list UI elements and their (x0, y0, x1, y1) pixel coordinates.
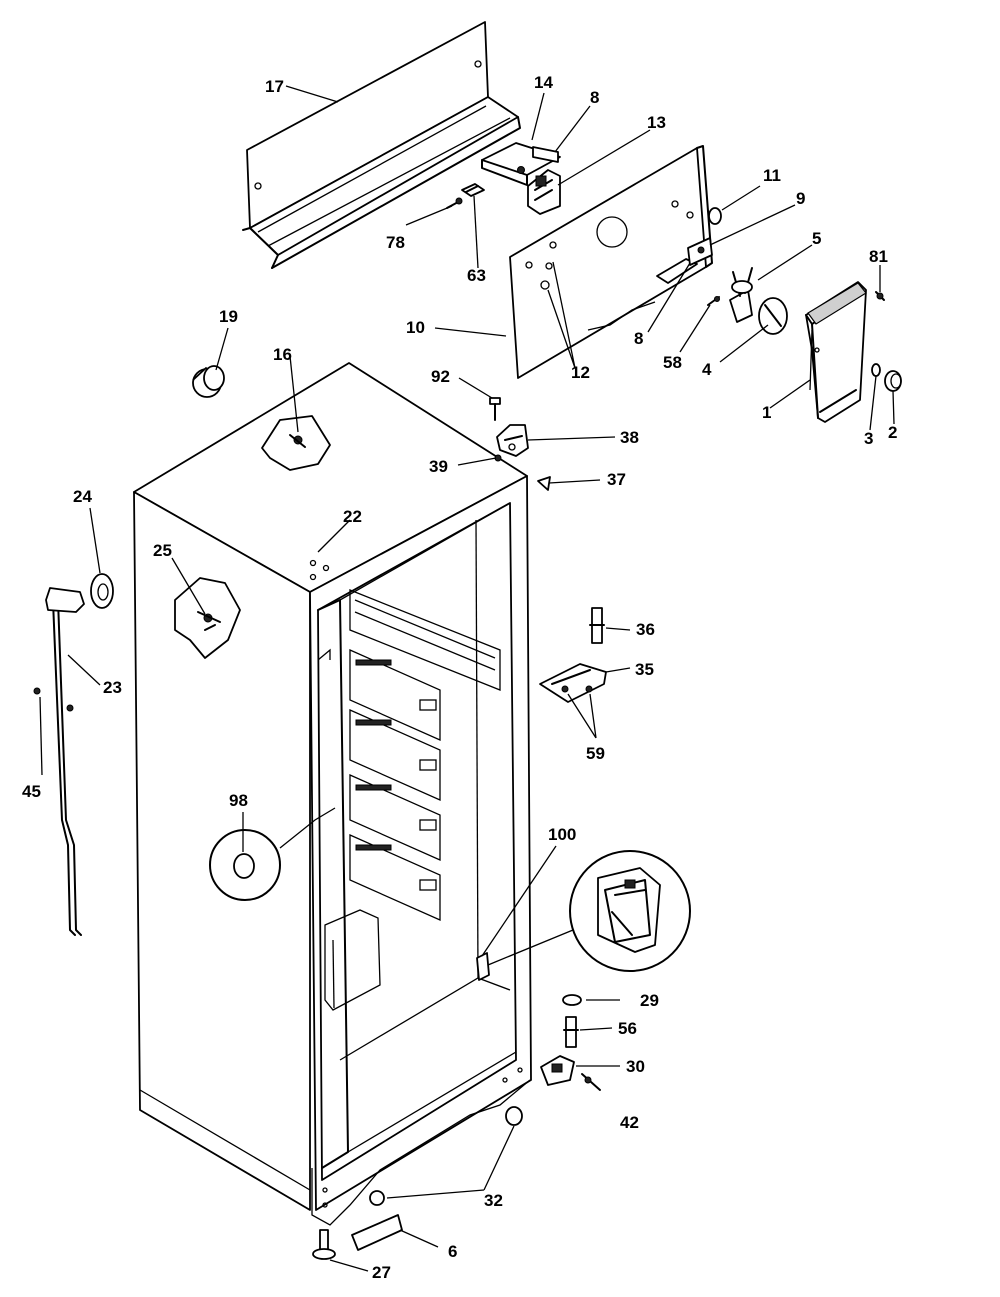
callout-100: 100 (548, 825, 576, 844)
side-cutout-part (174, 577, 241, 659)
callout-11: 11 (763, 166, 781, 185)
cap-washer-part (90, 573, 114, 609)
hinge-pin-part (537, 476, 551, 491)
bottom-pin-part (563, 1016, 579, 1048)
callout-24: 24 (73, 487, 92, 506)
callout-13: 13 (647, 113, 666, 132)
plug-part (708, 207, 722, 225)
callout-8-mid: 8 (634, 329, 643, 348)
callout-12: 12 (571, 363, 590, 382)
callout-10: 10 (406, 318, 425, 337)
callout-59: 59 (586, 744, 605, 763)
callout-92: 92 (431, 367, 450, 386)
thermostat-part (729, 267, 753, 323)
clamp-part (527, 169, 561, 215)
center-hinge-part (539, 663, 607, 703)
bottom-hinge-screw-part (581, 1073, 601, 1091)
bottom-hinge-part (540, 1055, 575, 1086)
callout-9: 9 (796, 189, 805, 208)
callout-35: 35 (635, 660, 654, 679)
callout-29: 29 (640, 991, 659, 1010)
bracket-detail-part (476, 850, 691, 981)
callout-1: 1 (762, 403, 771, 422)
control-knob-part (758, 297, 788, 335)
cabinet-body-part (133, 362, 532, 1226)
callout-38: 38 (620, 428, 639, 447)
callout-23: 23 (103, 678, 122, 697)
callout-8-top: 8 (590, 88, 599, 107)
callout-32: 32 (484, 1191, 503, 1210)
callout-16: 16 (273, 345, 292, 364)
control-screw-top-part (875, 291, 885, 301)
callout-37: 37 (607, 470, 626, 489)
top-cutout-part (261, 415, 331, 471)
leader-lines (39, 85, 895, 1272)
callout-25: 25 (153, 541, 172, 560)
callout-58: 58 (663, 353, 682, 372)
callout-45: 45 (22, 782, 41, 801)
callout-labels: 17 14 8 13 11 9 5 81 78 63 10 8 58 4 12 … (22, 73, 897, 1282)
callout-5: 5 (812, 229, 821, 248)
callout-2: 2 (888, 423, 897, 442)
hinge-screw-part (489, 397, 501, 421)
plug-detail-part (209, 807, 336, 901)
callout-14: 14 (534, 73, 553, 92)
callout-39: 39 (429, 457, 448, 476)
leveling-leg-part (312, 1229, 336, 1260)
top-hinge-part (496, 424, 529, 457)
callout-56: 56 (618, 1019, 637, 1038)
grille-part (351, 1214, 403, 1251)
cap-part (192, 365, 225, 398)
callout-30: 30 (626, 1057, 645, 1076)
callout-3: 3 (864, 429, 873, 448)
callout-4: 4 (702, 360, 712, 379)
callout-22: 22 (343, 507, 362, 526)
plug-part-lower (369, 1106, 523, 1206)
callout-78: 78 (386, 233, 405, 252)
control-cap-part (884, 370, 902, 392)
callout-17: 17 (265, 77, 284, 96)
callout-6: 6 (448, 1242, 457, 1261)
control-housing-part (805, 281, 867, 423)
washer-part (562, 994, 582, 1006)
callout-63: 63 (467, 266, 486, 285)
callout-19: 19 (219, 307, 238, 326)
center-pin-part (589, 607, 605, 644)
callout-27: 27 (372, 1263, 391, 1282)
callout-98: 98 (229, 791, 248, 810)
top-cover-part (242, 21, 521, 269)
screw-small-part (707, 296, 720, 306)
door-rod-part (45, 587, 85, 936)
callout-81: 81 (869, 247, 888, 266)
control-screw-part (871, 363, 881, 377)
callout-42: 42 (620, 1113, 639, 1132)
clip-part (461, 183, 485, 197)
callout-36: 36 (636, 620, 655, 639)
thermostat-bracket-part (656, 237, 713, 284)
rod-screw-part (33, 687, 41, 695)
bracket-part (481, 142, 561, 186)
